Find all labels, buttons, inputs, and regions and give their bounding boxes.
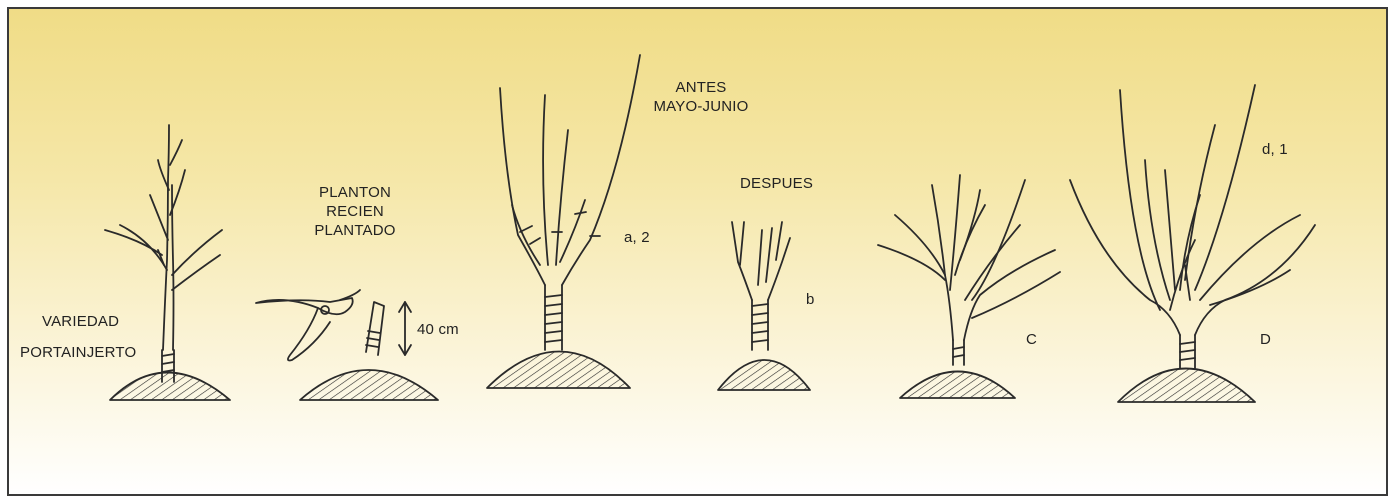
- label-antes-mayo-junio: ANTES MAYO-JUNIO: [646, 78, 756, 116]
- label-antes-line2: MAYO-JUNIO: [646, 97, 756, 116]
- label-planton-line2: RECIEN: [305, 202, 405, 221]
- label-portainjerto: PORTAINJERTO: [20, 343, 136, 362]
- label-d: D: [1260, 330, 1271, 349]
- label-planton-line3: PLANTADO: [305, 221, 405, 240]
- label-d1: d, 1: [1262, 140, 1288, 159]
- label-planton-line1: PLANTON: [305, 183, 405, 202]
- label-planton-recien-plantado: PLANTON RECIEN PLANTADO: [305, 183, 405, 240]
- label-a2: a, 2: [624, 228, 650, 247]
- label-antes-line1: ANTES: [646, 78, 756, 97]
- label-b: b: [806, 290, 815, 309]
- label-variedad: VARIEDAD: [42, 312, 119, 331]
- label-despues: DESPUES: [740, 174, 813, 193]
- label-40-cm: 40 cm: [417, 320, 459, 339]
- label-c: C: [1026, 330, 1037, 349]
